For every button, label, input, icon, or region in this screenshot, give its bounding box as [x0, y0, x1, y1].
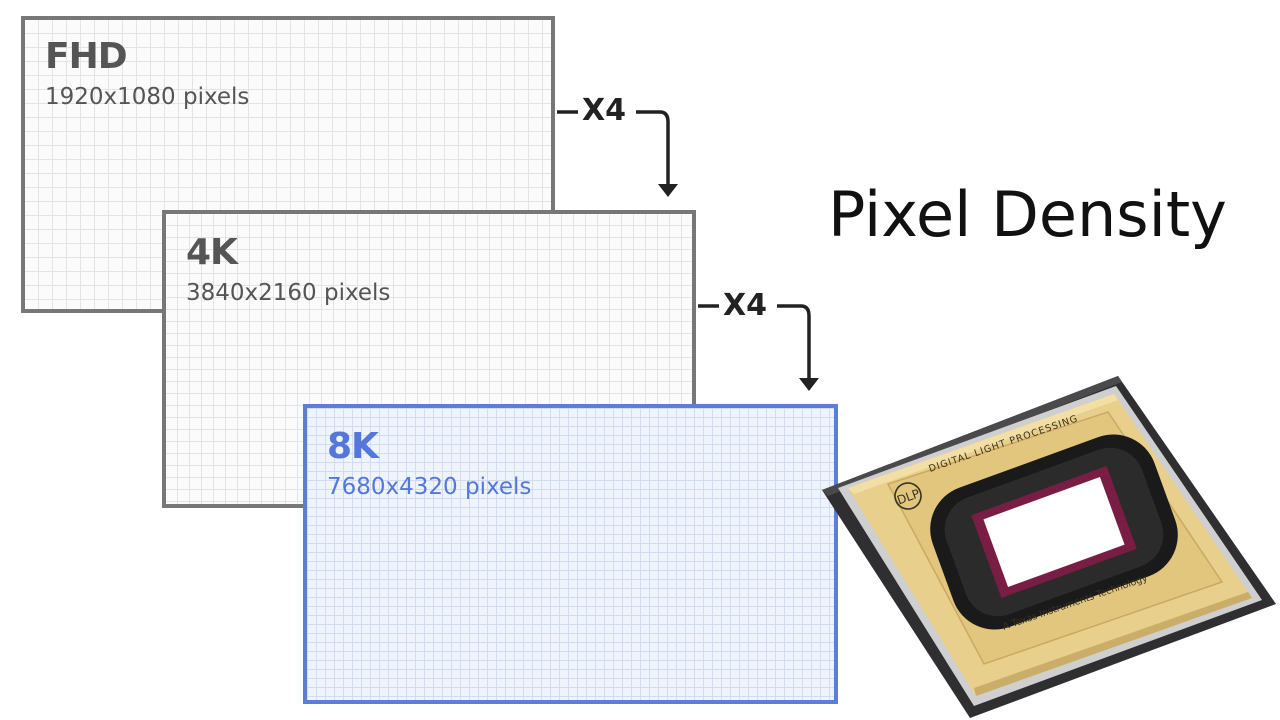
arrow-head-2 — [799, 378, 819, 391]
fhd-pixels: 1920x1080 pixels — [45, 84, 250, 110]
arrow-head-1 — [658, 184, 678, 197]
fhd-panel: FHD 1920x1080 pixels — [21, 16, 555, 313]
8k-label: 8K — [327, 426, 379, 467]
dlp-chip-image: DLP DIGITAL LIGHT PROCESSING A Texas Ins… — [822, 376, 1276, 718]
8k-pixels: 7680x4320 pixels — [327, 474, 532, 500]
connector-arrow-1 — [557, 110, 670, 186]
4k-pixels: 3840x2160 pixels — [186, 280, 391, 306]
8k-panel: 8K 7680x4320 pixels — [303, 404, 838, 704]
4k-label: 4K — [186, 232, 238, 273]
page-title: Pixel Density — [828, 178, 1227, 251]
connector-arrow-2 — [698, 304, 811, 380]
multiplier-label-2: X4 — [721, 288, 770, 323]
multiplier-label-1: X4 — [580, 93, 629, 128]
fhd-label: FHD — [45, 36, 128, 77]
